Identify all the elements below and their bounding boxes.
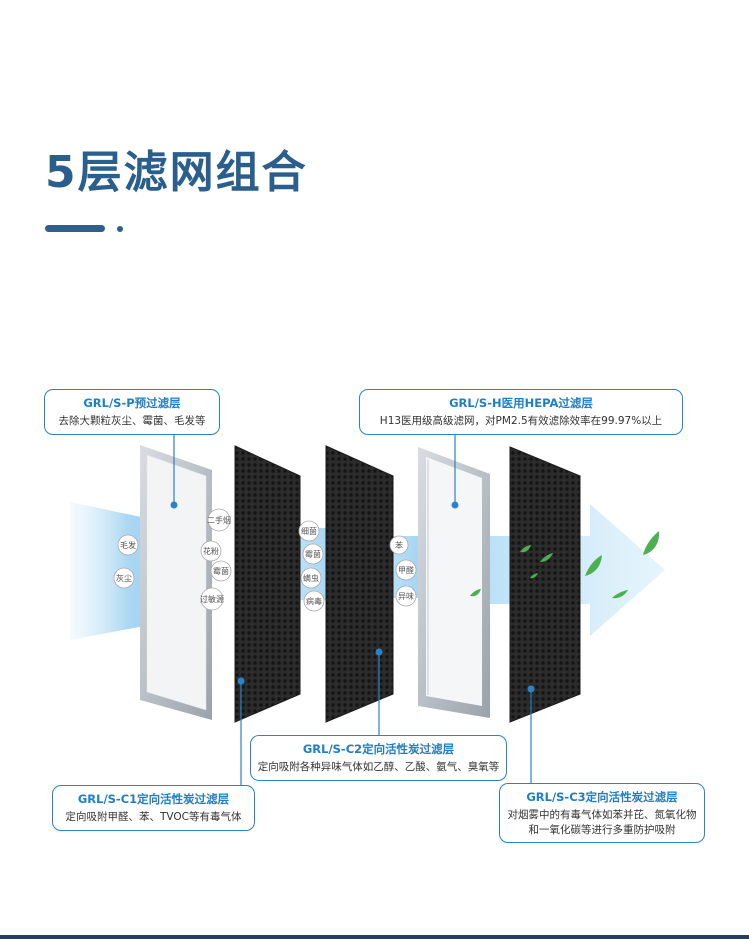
callout-desc: 去除大颗粒灰尘、霉菌、毛发等 bbox=[58, 415, 206, 427]
leaf-icon bbox=[540, 553, 553, 562]
leader-dots bbox=[170, 501, 535, 693]
footer-divider bbox=[0, 935, 749, 939]
page-title: 5层滤网组合 bbox=[45, 147, 308, 198]
carbon-c1-panel bbox=[234, 445, 301, 723]
carbon-c2-panel bbox=[325, 445, 394, 723]
callout-title: GRL/S-P预过滤层 bbox=[83, 396, 181, 410]
pollutant-bubbles-stage2: 二手烟 花粉 霉菌 过敏源 bbox=[200, 508, 232, 611]
callout-title: GRL/S-C2定向活性炭过滤层 bbox=[302, 742, 455, 756]
leader-dot bbox=[170, 501, 178, 509]
leader-dot bbox=[375, 648, 383, 656]
callout-c2: GRL/S-C2定向活性炭过滤层 定向吸附各种异味气体如乙醇、乙酸、氨气、臭氧等 bbox=[250, 735, 507, 781]
callout-desc: 定向吸附各种异味气体如乙醇、乙酸、氨气、臭氧等 bbox=[257, 761, 500, 773]
callout-desc: 对烟雾中的有毒气体如苯并芘、氮氧化物和一氧化碳等进行多重防护吸附 bbox=[507, 809, 697, 836]
leaf-icons bbox=[470, 531, 660, 599]
leader-dot bbox=[451, 501, 459, 509]
pollutant-bubbles-stage1: 毛发 灰尘 bbox=[113, 534, 139, 589]
leaf-icon bbox=[470, 589, 481, 597]
leaf-icon bbox=[643, 531, 660, 555]
carbon-c3-panel bbox=[509, 446, 581, 723]
leaf-icon bbox=[520, 545, 531, 553]
callout-prefilter: GRL/S-P预过滤层 去除大颗粒灰尘、霉菌、毛发等 bbox=[44, 389, 220, 435]
callout-desc: 定向吸附甲醛、苯、TVOC等有毒气体 bbox=[65, 811, 242, 823]
leaf-icon bbox=[530, 573, 538, 579]
callout-c3: GRL/S-C3定向活性炭过滤层 对烟雾中的有毒气体如苯并芘、氮氧化物和一氧化碳… bbox=[499, 783, 705, 843]
pollutant-label: 毛发 bbox=[120, 540, 136, 550]
leader-dot bbox=[237, 677, 245, 685]
pollutant-label: 花粉 bbox=[203, 546, 219, 556]
pollutant-label: 病毒 bbox=[306, 596, 322, 606]
pollutant-label: 霉菌 bbox=[213, 566, 229, 576]
pollutant-label: 二手烟 bbox=[207, 515, 231, 525]
leaf-icon bbox=[612, 590, 628, 599]
pollutant-label: 霉菌 bbox=[305, 549, 321, 559]
pollutant-label: 细菌 bbox=[301, 526, 317, 536]
pollutant-bubbles-stage4: 苯 甲醛 异味 bbox=[389, 535, 417, 607]
leader-lines bbox=[173, 435, 532, 785]
pollutant-bubbles-stage3: 细菌 霉菌 螨虫 病毒 bbox=[298, 520, 325, 612]
title-underline bbox=[45, 225, 105, 232]
pollutant-label: 灰尘 bbox=[116, 573, 132, 583]
pollutant-label: 螨虫 bbox=[303, 573, 319, 583]
callout-hepa: GRL/S-H医用HEPA过滤层 H13医用级高级滤网，对PM2.5有效滤除效率… bbox=[359, 389, 683, 435]
prefilter-panel bbox=[140, 445, 212, 720]
pollutant-label: 甲醛 bbox=[398, 565, 414, 575]
pollutant-label: 苯 bbox=[395, 540, 403, 550]
hepa-panel bbox=[418, 447, 490, 718]
pollutant-label: 过敏源 bbox=[200, 594, 224, 604]
title-dot bbox=[117, 226, 123, 232]
callout-title: GRL/S-C3定向活性炭过滤层 bbox=[526, 790, 678, 804]
callout-c1: GRL/S-C1定向活性炭过滤层 定向吸附甲醛、苯、TVOC等有毒气体 bbox=[52, 785, 255, 831]
callout-title: GRL/S-C1定向活性炭过滤层 bbox=[77, 792, 230, 806]
callout-title: GRL/S-H医用HEPA过滤层 bbox=[449, 396, 593, 410]
pollutant-label: 异味 bbox=[398, 591, 414, 601]
leader-dot bbox=[527, 685, 535, 693]
leaf-icon bbox=[585, 555, 602, 576]
callout-desc: H13医用级高级滤网，对PM2.5有效滤除效率在99.97%以上 bbox=[379, 415, 663, 427]
